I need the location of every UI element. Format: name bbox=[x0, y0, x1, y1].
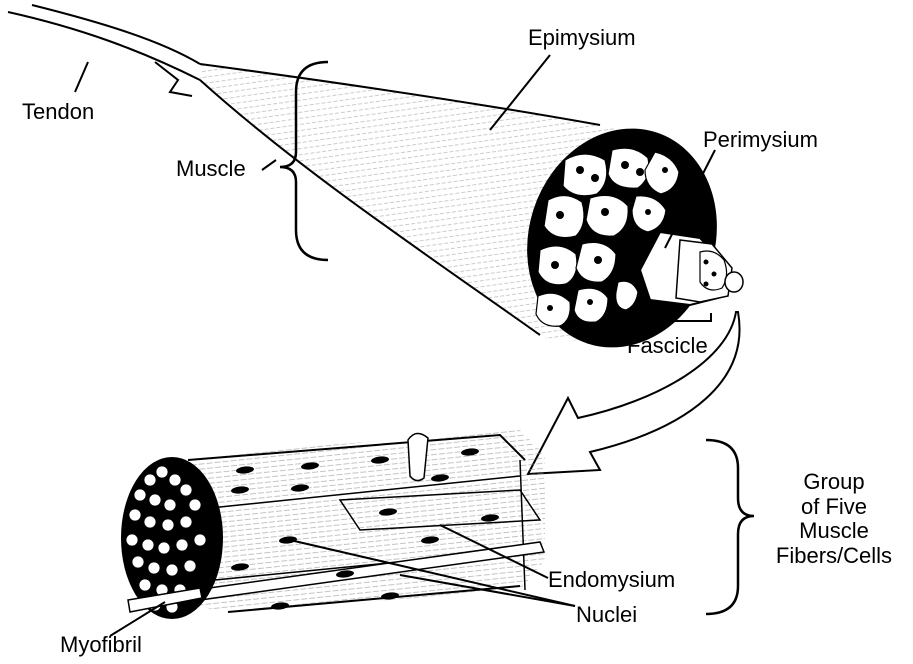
muscle-leader bbox=[262, 160, 276, 170]
muscle-label: Muscle bbox=[176, 157, 246, 181]
tendon-label: Tendon bbox=[22, 100, 94, 124]
group-label-line-1: Group bbox=[760, 470, 908, 495]
tendon-leader bbox=[75, 62, 88, 92]
epimysium-label: Epimysium bbox=[528, 26, 636, 50]
group-label: Group of Five Muscle Fibers/Cells bbox=[760, 470, 908, 568]
endomysium-label: Endomysium bbox=[548, 568, 675, 592]
myofibril-label: Myofibril bbox=[60, 633, 142, 657]
group-label-line-2: of Five bbox=[760, 495, 908, 520]
fascicle-label: Fascicle bbox=[627, 334, 708, 358]
perimysium-label: Perimysium bbox=[703, 128, 818, 152]
group-label-line-4: Fibers/Cells bbox=[760, 544, 908, 569]
fascicle bbox=[640, 232, 743, 305]
nuclei-label: Nuclei bbox=[576, 603, 637, 627]
group-label-line-3: Muscle bbox=[760, 519, 908, 544]
group-brace bbox=[706, 440, 754, 614]
tendon bbox=[8, 5, 200, 96]
